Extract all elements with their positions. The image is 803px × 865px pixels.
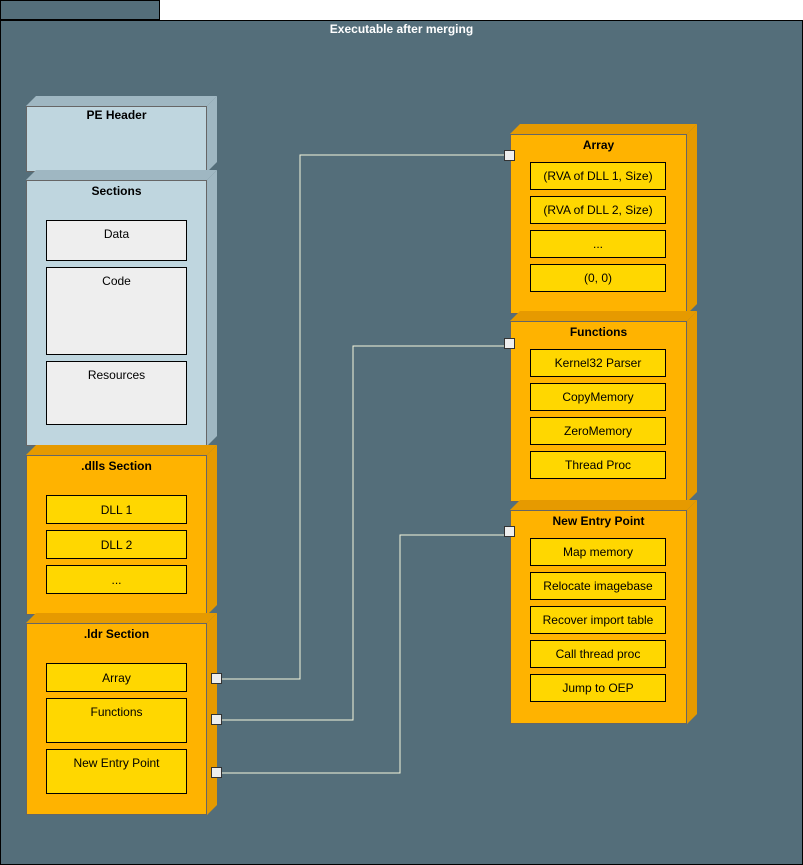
functions-block: Functions Kernel32 Parser CopyMemory Zer…	[510, 311, 697, 502]
functions-title: Functions	[569, 325, 628, 339]
port-entry-point[interactable]	[504, 526, 515, 537]
sections-block: Sections Data Code Resources	[26, 170, 217, 446]
entry-point-title: New Entry Point	[552, 514, 645, 528]
array-title: Array	[582, 138, 615, 152]
entry-step: Jump to OEP	[530, 674, 666, 702]
ldr-section-title: .ldr Section	[83, 627, 150, 641]
section-item: Resources	[46, 361, 187, 425]
ldr-item-entry-point: New Entry Point	[46, 749, 187, 794]
port-array[interactable]	[504, 150, 515, 161]
pe-header-block: PE Header	[26, 96, 217, 172]
ldr-item-array: Array	[46, 663, 187, 692]
entry-step: Map memory	[530, 538, 666, 566]
array-item: ...	[530, 230, 666, 258]
ldr-item-functions: Functions	[46, 698, 187, 743]
array-item: (RVA of DLL 1, Size)	[530, 162, 666, 190]
sections-title: Sections	[91, 184, 142, 198]
function-item: Thread Proc	[530, 451, 666, 479]
dll-item: DLL 2	[46, 530, 187, 559]
port-ldr-entry-point[interactable]	[211, 767, 222, 778]
diagram-tab	[0, 0, 160, 20]
port-ldr-functions[interactable]	[211, 714, 222, 725]
array-block: Array (RVA of DLL 1, Size) (RVA of DLL 2…	[510, 124, 697, 314]
function-item: ZeroMemory	[530, 417, 666, 445]
frame-title: Executable after merging	[329, 22, 474, 36]
dlls-section-block: .dlls Section DLL 1 DLL 2 ...	[26, 445, 217, 615]
ldr-section-block: .ldr Section Array Functions New Entry P…	[26, 613, 217, 815]
section-item: Data	[46, 220, 187, 261]
dll-item: ...	[46, 565, 187, 594]
function-item: CopyMemory	[530, 383, 666, 411]
port-functions[interactable]	[504, 338, 515, 349]
pe-header-title: PE Header	[86, 108, 147, 122]
entry-step: Call thread proc	[530, 640, 666, 668]
dll-item: DLL 1	[46, 495, 187, 524]
entry-step: Relocate imagebase	[530, 572, 666, 600]
entry-point-block: New Entry Point Map memory Relocate imag…	[510, 500, 697, 724]
function-item: Kernel32 Parser	[530, 349, 666, 377]
array-item: (RVA of DLL 2, Size)	[530, 196, 666, 224]
port-ldr-array[interactable]	[211, 673, 222, 684]
array-item: (0, 0)	[530, 264, 666, 292]
dlls-section-title: .dlls Section	[81, 459, 152, 473]
entry-step: Recover import table	[530, 606, 666, 634]
section-item: Code	[46, 267, 187, 355]
